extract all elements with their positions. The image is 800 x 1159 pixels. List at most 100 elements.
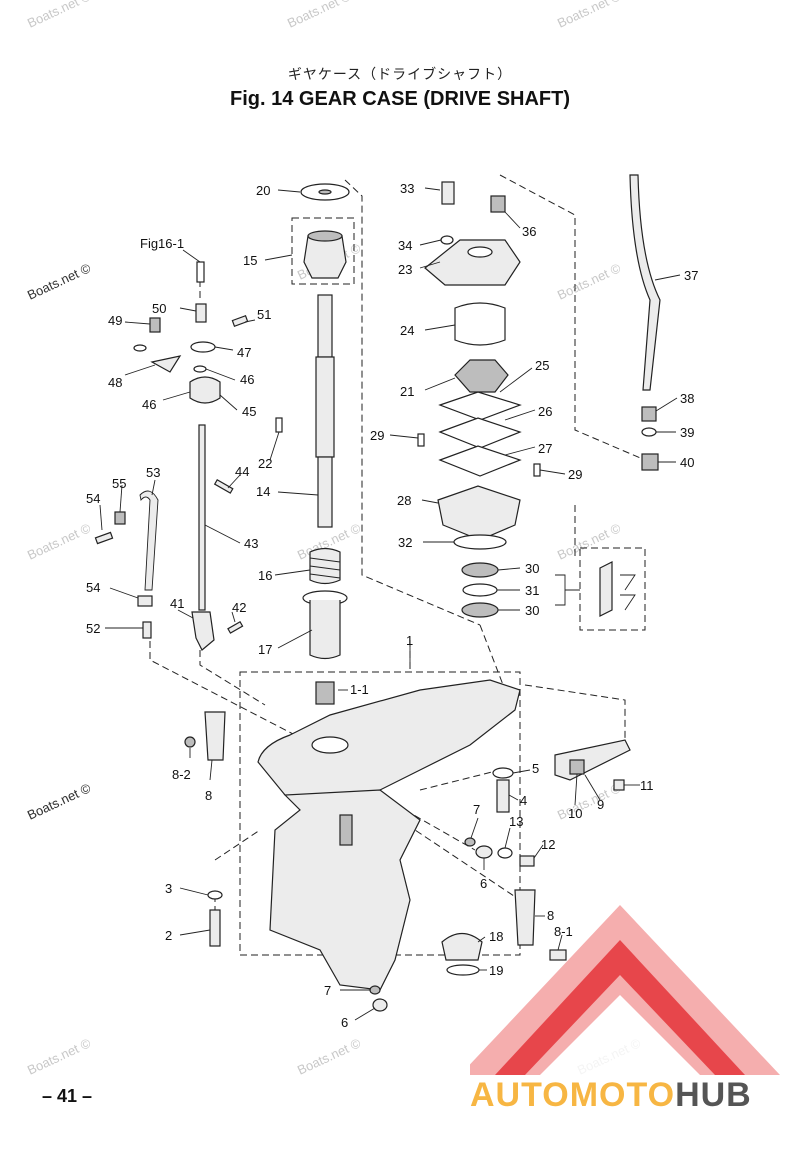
label-5: 5 [532,761,539,776]
insert-cartridge-24 [454,302,506,346]
bolt-2 [209,909,221,947]
label-12: 12 [541,837,555,852]
label-34: 34 [398,238,412,253]
label-36: 36 [522,224,536,239]
label-30b: 30 [525,603,539,618]
shift-cam-41 [191,611,215,651]
label-31: 31 [525,583,539,598]
label-29a: 29 [370,428,384,443]
shift-rod-assembly [94,261,249,651]
label-4: 4 [520,793,527,808]
trim-tab-9 [554,739,631,781]
label-8-2: 8-2 [172,767,191,782]
label-19: 19 [489,963,503,978]
seal-39 [641,427,657,437]
label-6b: 6 [341,1015,348,1030]
drive-shaft-bottom [317,456,333,528]
label-8a: 8 [205,788,212,803]
label-42: 42 [232,600,246,615]
label-23: 23 [398,262,412,277]
gasket-27 [438,445,522,477]
label-43: 43 [244,536,258,551]
label-8-1: 8-1 [554,924,573,939]
label-53: 53 [146,465,160,480]
label-6a: 6 [480,876,487,891]
label-1-1: 1-1 [350,682,369,697]
label-14: 14 [256,484,270,499]
water-tube-assembly [629,174,661,471]
label-46b: 46 [142,397,156,412]
washer-31 [462,583,498,597]
bolt-8-2 [184,736,196,748]
label-51: 51 [257,307,271,322]
bolt-11 [613,779,625,791]
watermark: Boats.net © [25,0,93,31]
label-33: 33 [400,181,414,196]
label-29b: 29 [568,467,582,482]
label-10: 10 [568,806,582,821]
washer-34 [440,235,454,245]
gear-case-top-1 [257,679,521,806]
grommet-38 [641,406,657,422]
watermark: Boats.net © [555,0,623,31]
leader-lines [99,187,681,1021]
gasket-25 [438,391,522,421]
watermark: Boats.net © [25,520,93,563]
pin-22 [275,417,283,433]
clamp-55 [114,511,126,525]
boot-45 [189,376,221,404]
figure-title: Fig. 14 GEAR CASE (DRIVE SHAFT) [229,88,571,110]
label-40: 40 [680,455,694,470]
label-30a: 30 [525,561,539,576]
gasket-7b [369,985,381,995]
bearing-1-1 [315,681,335,705]
oil-seal-30b [461,602,499,618]
seal-46 [193,365,207,373]
pin-42 [227,620,244,634]
assembly-guide-lines [149,174,646,991]
label-15: 15 [243,253,257,268]
pump-housing-23 [424,239,521,286]
watermark: Boats.net © [555,780,623,823]
label-24: 24 [400,323,414,338]
label-46a: 46 [240,372,254,387]
watermark: Boats.net © [295,1035,363,1078]
grommet-40 [641,453,659,471]
label-7a: 7 [473,802,480,817]
gear-18 [441,932,483,961]
label-38: 38 [680,391,694,406]
label-17: 17 [258,642,272,657]
label-54a: 54 [86,491,100,506]
watermark: Boats.net © [285,0,353,31]
bolt-4 [496,779,510,813]
plug-12 [519,855,535,867]
label-8b: 8 [547,908,554,923]
anode-8a [204,711,226,761]
pinion-box [291,217,355,285]
washer-3 [207,890,223,900]
label-7b: 7 [324,983,331,998]
label-32: 32 [398,535,412,550]
label-21: 21 [400,384,414,399]
label-27: 27 [538,441,552,456]
label-20: 20 [256,183,270,198]
bracket-10 [569,759,585,775]
label-47: 47 [237,345,251,360]
label-41: 41 [170,596,184,611]
label-1: 1 [406,633,413,648]
screw-6a [475,845,493,859]
gear-case-housing [184,679,631,1012]
drive-shaft-top [317,294,333,358]
logo-text-part1: AUTOMOTO [470,1076,676,1114]
label-39: 39 [680,425,694,440]
logo-text: AUTOMOTOHUB [470,1076,752,1115]
grommet-36 [490,195,506,213]
label-22: 22 [258,456,272,471]
seal-install-detail [599,561,613,617]
label-13: 13 [509,814,523,829]
water-tube-37 [629,174,661,391]
spring-16 [309,547,341,585]
label-3: 3 [165,881,172,896]
pump-case-28 [437,485,521,541]
